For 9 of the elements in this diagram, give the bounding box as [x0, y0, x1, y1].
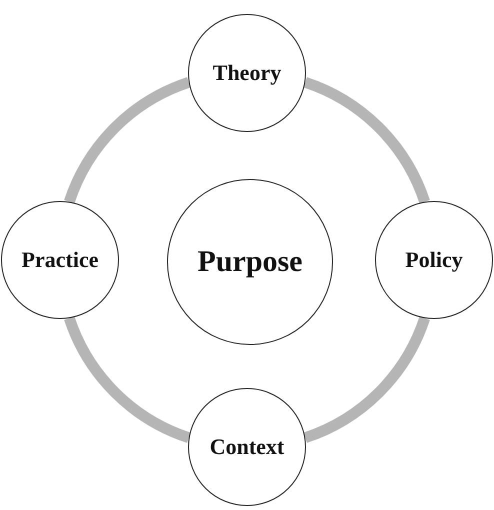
node-label: Theory	[212, 59, 282, 87]
ring-connector	[303, 316, 430, 443]
node-label: Practice	[22, 246, 98, 274]
ring-connector	[64, 316, 191, 443]
node-label: Context	[210, 433, 284, 461]
ring-connector	[303, 77, 430, 204]
ring-connector	[64, 77, 191, 204]
node-label: Purpose	[198, 244, 302, 280]
node-label: Policy	[405, 246, 463, 274]
